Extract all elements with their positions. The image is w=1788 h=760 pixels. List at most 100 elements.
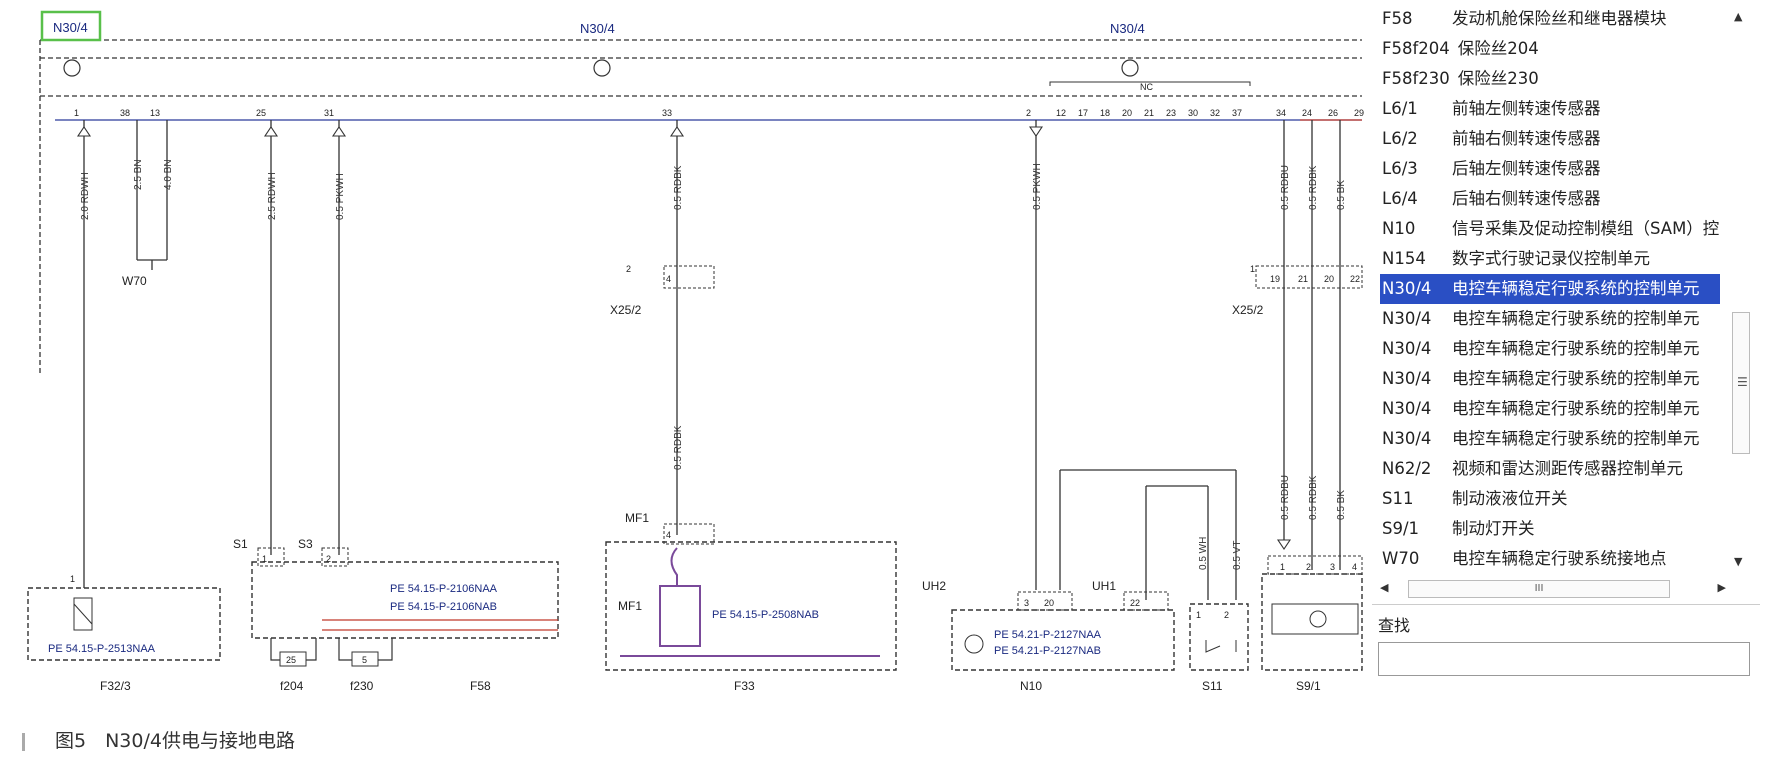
pin-label: 1 (70, 574, 75, 584)
list-item-name: 后轴左侧转速传感器 (1452, 159, 1601, 178)
wires (83, 120, 1341, 600)
relay-stem (670, 547, 678, 586)
bus-pin-labels: 1 38 13 25 31 33 2 12 17 18 20 21 23 30 … (74, 108, 1364, 118)
pin-label: 33 (662, 108, 672, 118)
header-box (40, 10, 102, 42)
search-input[interactable] (1378, 642, 1750, 676)
scroll-up-icon[interactable]: ▲ (1734, 10, 1743, 23)
list-item-name: 制动灯开关 (1452, 519, 1535, 538)
pin-label: 1 (1250, 264, 1255, 274)
wire-labels: 2.0 RDWH 2.5 BN 4.0 BN 2.5 RDWH 0.5 PKWH… (80, 159, 1347, 570)
scroll-right-icon[interactable]: ▶ (1717, 581, 1726, 594)
horizontal-scrollbar[interactable]: ◀ III ▶ (1378, 578, 1728, 600)
pin-label: 2 (1026, 108, 1031, 118)
ground-symbol-icon (964, 634, 984, 654)
wire-label: 0.5 RDBK (1308, 165, 1319, 210)
f33-box (605, 541, 897, 671)
pin-label: 18 (1100, 108, 1110, 118)
wire-label: 2.0 RDWH (80, 172, 91, 220)
connector-s1 (257, 547, 285, 567)
scroll-thumb[interactable]: ☰ (1732, 312, 1750, 454)
list-item[interactable]: L6/3 后轴左侧转速传感器 (1380, 154, 1720, 184)
bottom-label: S9/1 (1296, 679, 1321, 693)
fuse-icon (351, 651, 379, 667)
pin-label: 32 (1210, 108, 1220, 118)
list-item-name: 前轴左侧转速传感器 (1452, 99, 1601, 118)
wire-label: 0.5 RDBK (1308, 475, 1319, 520)
connector-mf1 (663, 523, 715, 545)
uh2-label: UH2 (922, 579, 946, 593)
wire-label: 0.5 RDBU (1280, 165, 1291, 210)
switch-icon (1205, 640, 1237, 653)
list-item-code: F58f230 (1382, 69, 1450, 88)
ground-symbol-icon (1309, 610, 1327, 628)
pin-label: 4 (666, 530, 671, 540)
list-item[interactable]: W70 电控车辆稳定行驶系统接地点 (1380, 544, 1720, 574)
n10-box (951, 609, 1175, 671)
list-item-name: 视频和雷达测距传感器控制单元 (1452, 459, 1683, 478)
list-item-name: 电控车辆稳定行驶系统的控制单元 (1452, 369, 1700, 388)
list-item-name: 电控车辆稳定行驶系统的控制单元 (1452, 309, 1700, 328)
list-item-code: W70 (1382, 549, 1420, 568)
caption-bar (22, 732, 25, 751)
pin-label: 2 (1306, 562, 1311, 572)
list-item-name: 后轴右侧转速传感器 (1452, 189, 1601, 208)
pin-label: 25 (256, 108, 266, 118)
connector-s3 (321, 547, 349, 567)
wire-label: 0.5 BK (1336, 490, 1347, 520)
connector-uh1 (1123, 591, 1169, 611)
wire-label: 0.5 BK (1336, 180, 1347, 210)
list-item-code: N30/4 (1382, 429, 1432, 448)
wire-label: 2.5 BN (133, 159, 144, 190)
ground-symbol-icon (63, 59, 1139, 77)
list-item[interactable]: N30/4 电控车辆稳定行驶系统的控制单元 (1380, 274, 1720, 304)
list-item-code: N30/4 (1382, 279, 1432, 298)
hscroll-thumb[interactable]: III (1408, 580, 1670, 598)
list-item[interactable]: S9/1 制动灯开关 (1380, 514, 1720, 544)
list-item-name: 电控车辆稳定行驶系统的控制单元 (1452, 279, 1700, 298)
pin-label: 2 (626, 264, 631, 274)
w70-label: W70 (122, 274, 147, 288)
list-item-name: 保险丝204 (1457, 39, 1539, 58)
list-item-name: 电控车辆稳定行驶系统接地点 (1452, 549, 1667, 568)
pe-ref: PE 54.21-P-2127NAA (994, 629, 1102, 641)
pe-ref: PE 54.15-P-2508NAB (712, 609, 819, 621)
mf1-inner-label: MF1 (618, 599, 642, 613)
scroll-down-icon[interactable]: ▼ (1734, 555, 1743, 568)
pin-label: 30 (1188, 108, 1198, 118)
fuse-rating: 5 (362, 655, 367, 665)
search-label: 查找 (1378, 616, 1411, 635)
bottom-label: F32/3 (100, 679, 131, 693)
pin-label: 21 (1298, 274, 1308, 284)
list-item-name: 保险丝230 (1457, 69, 1539, 88)
pin-label: 20 (1324, 274, 1334, 284)
connector-uh2 (1017, 591, 1073, 611)
f32-box (27, 587, 221, 661)
list-item-code: L6/3 (1382, 159, 1418, 178)
vertical-scrollbar[interactable]: ▲ ☰ ▼ (1730, 4, 1752, 574)
pin-label: 26 (1328, 108, 1338, 118)
list-item[interactable]: F58f230 保险丝230 (1380, 64, 1720, 94)
caption-text: 图5 N30/4供电与接地电路 (55, 730, 295, 752)
wire-label: 0.5 RDBU (1280, 475, 1291, 520)
scroll-left-icon[interactable]: ◀ (1380, 581, 1389, 594)
list-item-code: S11 (1382, 489, 1414, 508)
list-item-code: S9/1 (1382, 519, 1420, 538)
fuse-rating: 25 (286, 655, 296, 665)
list-item-code: F58 (1382, 9, 1413, 28)
